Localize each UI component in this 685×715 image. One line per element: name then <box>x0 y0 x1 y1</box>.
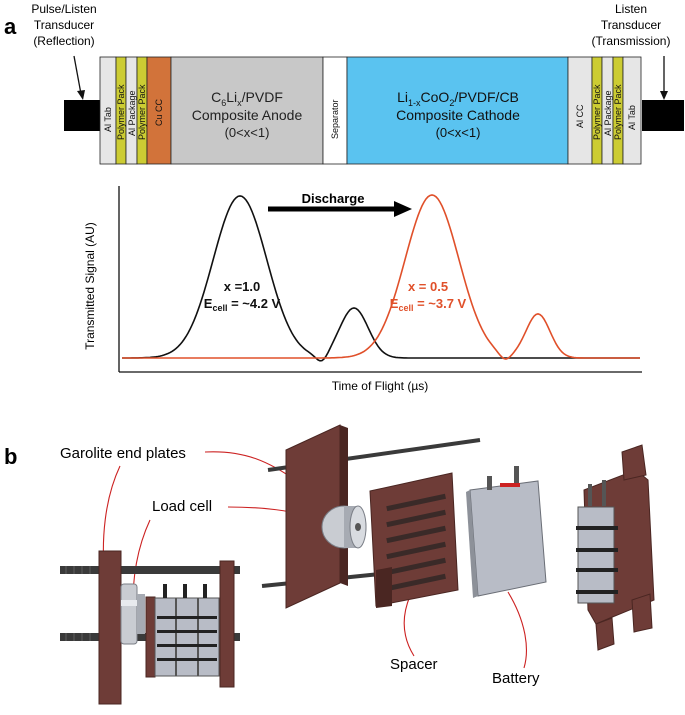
exploded-view <box>261 424 655 651</box>
leader-spacer <box>403 595 415 657</box>
layer-cathode <box>346 56 569 165</box>
label-load-cell: Load cell <box>152 498 212 515</box>
svg-text:Li1-xCoO2/PVDF/CB: Li1-xCoO2/PVDF/CB <box>397 89 519 108</box>
svg-text:(0<x<1): (0<x<1) <box>436 125 481 140</box>
layer-separator <box>322 56 348 165</box>
svg-text:Pulse/Listen: Pulse/Listen <box>31 2 96 16</box>
label-polymer-pack-left-1: Polymer Pack <box>116 84 126 140</box>
label-polymer-pack-right-2: Polymer Pack <box>613 84 623 140</box>
label-al-package-right: Al Package <box>603 90 613 136</box>
svg-text:(0<x<1): (0<x<1) <box>225 125 270 140</box>
label-cu-cc: Cu CC <box>154 98 164 126</box>
svg-text:Transducer: Transducer <box>601 18 661 32</box>
label-spacer: Spacer <box>390 656 438 673</box>
svg-text:Composite Cathode: Composite Cathode <box>396 107 520 123</box>
series-black-curve <box>122 195 640 362</box>
svg-text:Listen: Listen <box>615 2 647 16</box>
series-red-curve <box>122 194 640 360</box>
left-transducer <box>64 100 101 131</box>
label-polymer-pack-left-2: Polymer Pack <box>137 84 147 140</box>
discharge-label: Discharge <box>302 191 365 206</box>
anode-label: C6Lix/PVDF Composite Anode (0<x<1) <box>192 89 303 140</box>
svg-text:Composite Anode: Composite Anode <box>192 107 303 123</box>
right-transducer <box>642 100 684 131</box>
svg-text:(Transmission): (Transmission) <box>592 34 671 48</box>
cell-stack <box>99 56 642 165</box>
svg-text:x = 0.5: x = 0.5 <box>408 279 448 294</box>
label-al-package-left: Al Package <box>127 90 137 136</box>
panel-a-letter: a <box>4 14 17 39</box>
label-al-tab-right: Al Tab <box>627 105 637 130</box>
black-curve-annotation: x =1.0 Ecell = ~4.2 V <box>204 279 281 313</box>
y-axis-label: Transmitted Signal (AU) <box>83 222 97 350</box>
left-transducer-arrowhead <box>77 90 85 100</box>
label-garolite-end-plates: Garolite end plates <box>60 445 186 462</box>
layer-al-tab-right <box>622 56 642 165</box>
discharge-arrowhead <box>394 201 412 217</box>
svg-text:(Reflection): (Reflection) <box>33 34 94 48</box>
svg-text:x =1.0: x =1.0 <box>224 279 261 294</box>
panel-b-letter: b <box>4 444 17 469</box>
svg-text:Ecell = ~3.7 V: Ecell = ~3.7 V <box>390 296 467 313</box>
left-transducer-label: Pulse/Listen Transducer (Reflection) <box>31 2 96 48</box>
assembled-fixture <box>60 550 240 705</box>
svg-text:C6Lix/PVDF: C6Lix/PVDF <box>211 89 283 108</box>
label-al-cc: Al CC <box>575 104 585 128</box>
cathode-label: Li1-xCoO2/PVDF/CB Composite Cathode (0<x… <box>396 89 520 140</box>
right-transducer-label: Listen Transducer (Transmission) <box>592 2 671 48</box>
label-separator: Separator <box>330 99 340 139</box>
label-polymer-pack-right-1: Polymer Pack <box>592 84 602 140</box>
label-battery: Battery <box>492 670 540 687</box>
right-transducer-arrowhead <box>660 91 668 100</box>
leader-battery <box>507 591 527 669</box>
left-transducer-arrow <box>73 55 82 95</box>
svg-text:Transducer: Transducer <box>34 18 94 32</box>
red-curve-annotation: x = 0.5 Ecell = ~3.7 V <box>390 279 467 313</box>
layer-anode <box>170 56 324 165</box>
x-axis-label: Time of Flight (µs) <box>332 379 428 393</box>
label-al-tab-left: Al Tab <box>103 107 113 132</box>
svg-text:Ecell = ~4.2 V: Ecell = ~4.2 V <box>204 296 281 313</box>
layer-al-cc <box>567 56 593 165</box>
